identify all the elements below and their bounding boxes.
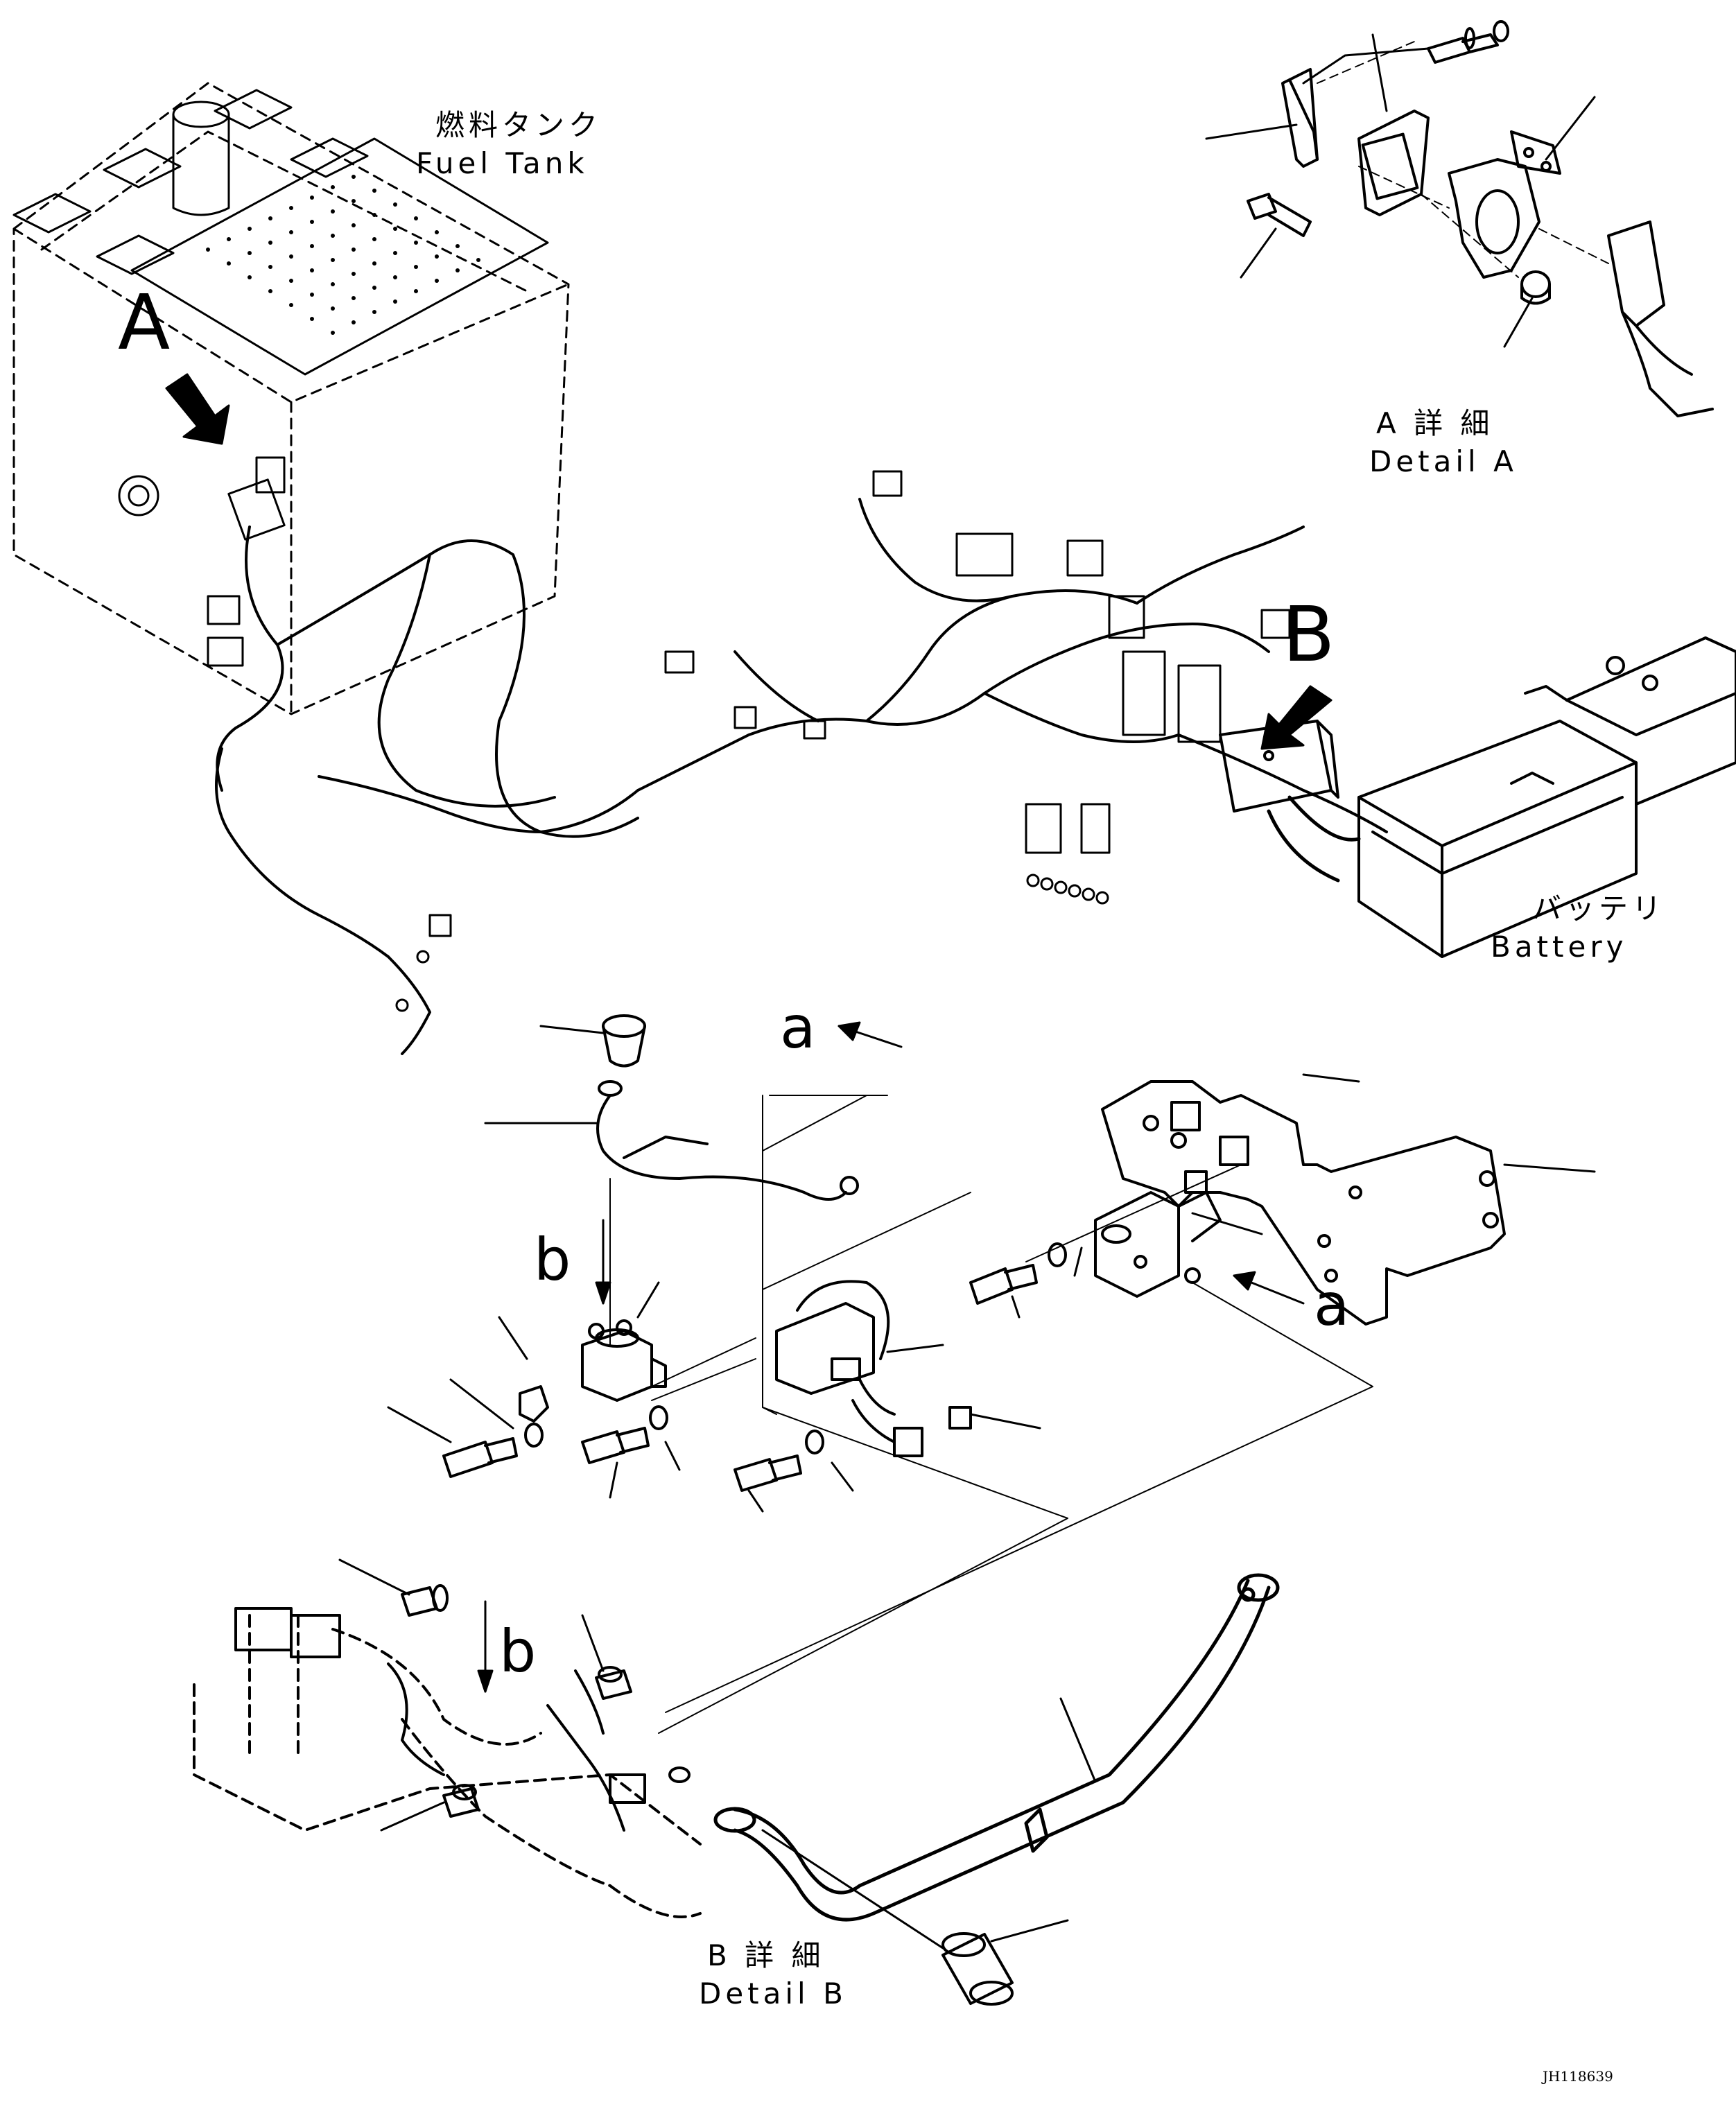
bracket-plate: [1101, 1080, 1506, 1326]
battery-cable: [1267, 795, 1361, 883]
arrow-label-a-right: a: [1314, 1271, 1350, 1339]
relay-right: [1094, 1191, 1222, 1298]
tank-panel-dots: [206, 175, 480, 335]
battery-label-jp: バッテリ: [1532, 892, 1666, 926]
detail-b-harness-solid: [234, 1607, 691, 1832]
detail-a-parts: [1247, 20, 1714, 417]
view-arrow-b: [1260, 685, 1333, 750]
fuel-tank-label-jp: 燃料タンク: [435, 108, 602, 142]
view-label-a: A: [118, 278, 171, 367]
detail-b-leaders: [338, 1558, 1097, 1949]
drawing-number: JH118639: [1543, 2068, 1613, 2085]
relay-left: [581, 1319, 667, 1402]
detail-a-label-en: Detail A: [1369, 444, 1518, 478]
terminal-rings: [395, 874, 1109, 1012]
connector-small: [851, 1399, 972, 1457]
detail-b-label-jp: B 詳 細: [707, 1938, 825, 1972]
fuel-tank: [12, 82, 570, 715]
detail-a-dashed-guides: [1317, 41, 1609, 278]
direction-arrows: [477, 1021, 1305, 1693]
battery-cable-short: [596, 1080, 859, 1201]
bolts-middle: [442, 1242, 1067, 1492]
battery-right: [1524, 636, 1736, 806]
detail-b-label-en: Detail B: [699, 1977, 847, 2010]
fuel-tank-label-en: Fuel Tank: [416, 146, 589, 180]
harness-connectors: [207, 456, 1291, 937]
main-wire-harness: [215, 498, 1388, 1055]
terminal-cap-top: [602, 1014, 646, 1068]
fuse-box: [775, 1280, 896, 1416]
battery-label-en: Battery: [1491, 930, 1628, 964]
battery-cable-long: [713, 1573, 1280, 1922]
detail-b-caps: [401, 1584, 632, 1818]
middle-thin-guides: [609, 1095, 1373, 1734]
view-label-b: B: [1283, 590, 1335, 679]
tank-perforated-panel: [130, 137, 549, 376]
battery-left: [1357, 720, 1638, 958]
arrow-label-b-mid: b: [534, 1226, 571, 1294]
detail-a-leaders: [1205, 33, 1596, 348]
detail-a-label-jp: A 詳 細: [1376, 406, 1494, 440]
terminal-cap-bottom: [941, 1932, 1014, 2006]
view-arrow-a: [165, 373, 230, 445]
middle-leaders: [387, 1025, 1596, 1513]
arrow-label-a-top: a: [780, 993, 816, 1061]
tank-top-pads: [12, 89, 369, 516]
arrow-label-b-bottom: b: [499, 1617, 537, 1685]
detail-b-harness: [193, 1614, 702, 1918]
